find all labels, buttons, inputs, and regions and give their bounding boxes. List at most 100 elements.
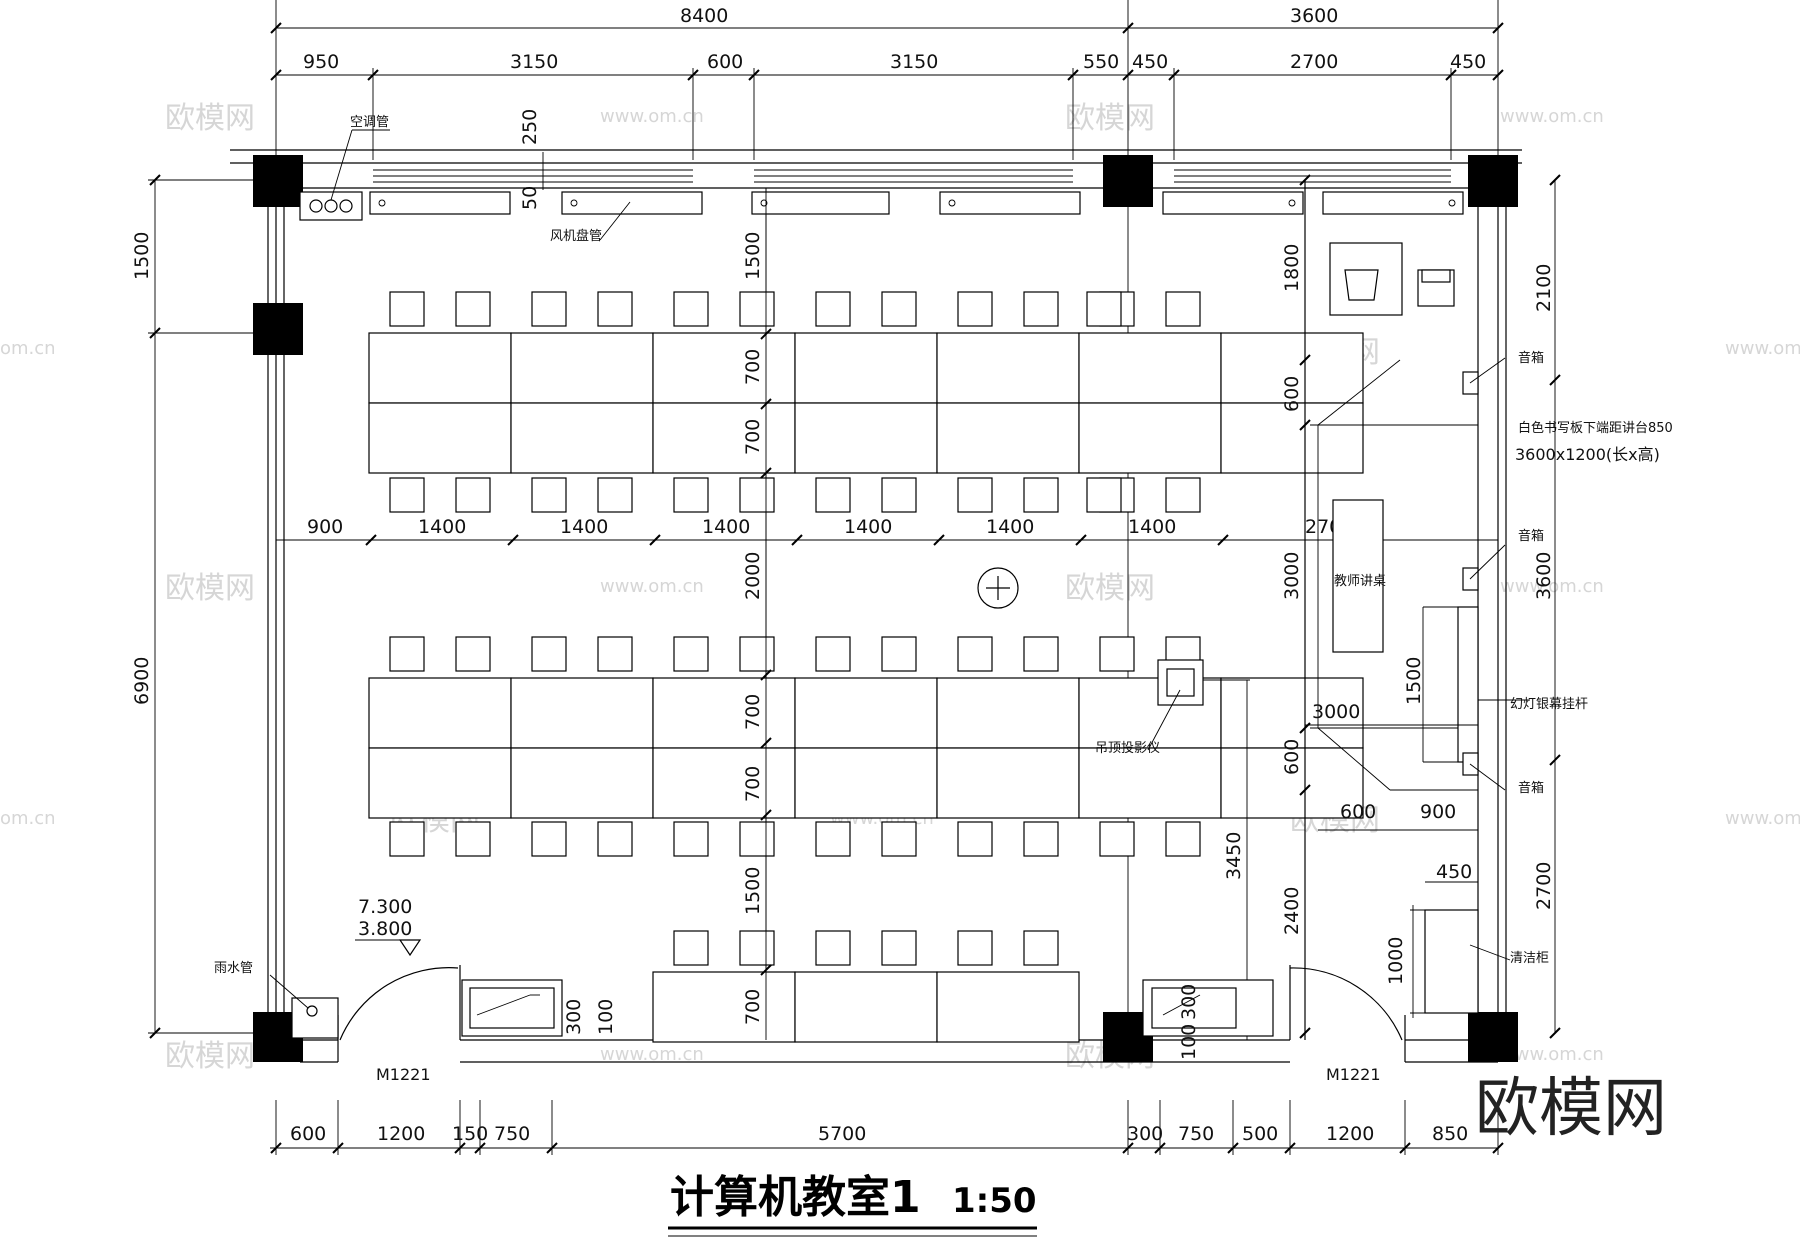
dim-left-6900: 6900 xyxy=(131,657,153,705)
student-chair xyxy=(673,477,709,513)
student-chair xyxy=(1023,636,1059,672)
dim-desk-row: 1400 xyxy=(986,516,1034,538)
student-desk xyxy=(652,332,796,404)
dim-center: 700 xyxy=(742,349,764,385)
student-chair xyxy=(1099,821,1135,857)
student-desk xyxy=(1220,747,1364,819)
dim-detail: 950 xyxy=(303,51,339,73)
ceiling-center-mark xyxy=(977,567,1019,609)
label-fan-coil-pipe: 风机盘管 xyxy=(550,228,602,244)
student-desk xyxy=(936,677,1080,749)
dim-right-outer: 2100 xyxy=(1533,264,1555,312)
dim-bottom: 1200 xyxy=(377,1123,425,1145)
student-chair xyxy=(815,477,851,513)
student-chair xyxy=(739,636,775,672)
dim-overall-8400: 8400 xyxy=(680,5,728,27)
student-desk xyxy=(1078,332,1222,404)
ceiling-projector: 吊顶投影仪 3450 xyxy=(1095,659,1250,1040)
dim-wall-50: 50 xyxy=(519,186,541,210)
dim-detail: 600 xyxy=(707,51,743,73)
dim-detail: 450 xyxy=(1132,51,1168,73)
student-chair xyxy=(389,291,425,327)
dim-450: 450 xyxy=(1436,861,1472,883)
student-chair xyxy=(739,930,775,966)
label-screen-rod: 幻灯银幕挂杆 xyxy=(1510,697,1588,712)
student-desk xyxy=(794,677,938,749)
dim-bottom: 150 xyxy=(452,1123,488,1145)
dim-bottom: 5700 xyxy=(818,1123,866,1145)
dim-cabinet: 100 xyxy=(1178,1024,1200,1060)
student-chair xyxy=(957,821,993,857)
label-speaker: 音箱 xyxy=(1518,528,1544,544)
watermark-url: www.om.cn xyxy=(1725,808,1800,829)
student-chair xyxy=(673,636,709,672)
watermark-layer: 欧模网 www.om.cn 欧模网 www.om.cn om.cn 欧模网 ww… xyxy=(0,101,1800,1074)
student-chair xyxy=(957,477,993,513)
dim-desk-row: 1400 xyxy=(418,516,466,538)
student-chair xyxy=(1099,636,1135,672)
dim-1000: 1000 xyxy=(1385,937,1407,985)
dim-wall-250: 250 xyxy=(519,109,541,145)
dim-center: 1500 xyxy=(742,867,764,915)
dim-center: 2000 xyxy=(742,552,764,600)
student-desk xyxy=(794,402,938,474)
desk-row-dimensions: 900 1400 1400 1400 1400 1400 1400 2700 xyxy=(276,516,1478,546)
dim-right-inner: 3000 xyxy=(1281,552,1303,600)
label-rain-pipe: 雨水管 xyxy=(214,961,253,976)
student-chair xyxy=(957,291,993,327)
label-ac-pipe: 空调管 xyxy=(350,115,389,130)
student-chair xyxy=(881,477,917,513)
student-desk xyxy=(1220,332,1364,404)
watermark-url: www.om.cn xyxy=(600,576,704,597)
student-chair xyxy=(957,930,993,966)
watermark-url: www.om.cn xyxy=(1500,106,1604,127)
label-projector: 吊顶投影仪 xyxy=(1095,740,1160,756)
top-dimension-lines xyxy=(270,0,1504,160)
watermark-url: www.om.cn xyxy=(1500,1044,1604,1065)
dim-desk-row: 900 xyxy=(307,516,343,538)
label-door-left: M1221 xyxy=(376,1065,431,1084)
dim-desk-row: 1400 xyxy=(560,516,608,538)
student-desk xyxy=(368,332,512,404)
student-desk xyxy=(368,402,512,474)
student-chair xyxy=(1023,477,1059,513)
level-bottom: 3.800 xyxy=(358,918,412,940)
student-chair xyxy=(815,291,851,327)
student-desk xyxy=(1078,677,1222,749)
watermark-url: om.cn xyxy=(0,808,56,829)
student-chair xyxy=(881,930,917,966)
student-desk xyxy=(510,747,654,819)
student-chair xyxy=(673,930,709,966)
dim-bottom: 850 xyxy=(1432,1123,1468,1145)
dim-bottom: 600 xyxy=(290,1123,326,1145)
student-desk xyxy=(936,971,1080,1043)
dim-desk-row: 1400 xyxy=(844,516,892,538)
student-desk xyxy=(1078,747,1222,819)
drawing-title: 计算机教室1 xyxy=(670,1172,921,1223)
right-inner-dimensions: 1800 600 3000 600 2400 xyxy=(1281,174,1311,1040)
dim-bottom: 1200 xyxy=(1326,1123,1374,1145)
right-outer-dimensions: 2100 3600 2700 xyxy=(1533,174,1561,1039)
student-chair xyxy=(455,636,491,672)
podium-area: 教师讲桌 1500 幻灯银幕挂杆 音箱 音箱 音箱 白色书写板下端距讲台850 … xyxy=(1304,180,1673,1040)
dim-left-1500: 1500 xyxy=(131,232,153,280)
student-chair xyxy=(455,821,491,857)
student-chair xyxy=(881,291,917,327)
dim-right-outer: 2700 xyxy=(1533,862,1555,910)
dim-center: 700 xyxy=(742,989,764,1025)
dim-screen-1500: 1500 xyxy=(1403,657,1425,705)
student-chair xyxy=(1086,291,1122,327)
student-chair xyxy=(739,821,775,857)
dim-center: 1500 xyxy=(742,232,764,280)
dim-900: 900 xyxy=(1420,801,1456,823)
dim-detail: 450 xyxy=(1450,51,1486,73)
watermark-url: www.om.cn xyxy=(600,1044,704,1065)
student-desk xyxy=(936,402,1080,474)
student-chair xyxy=(531,291,567,327)
student-desk xyxy=(368,747,512,819)
student-chair xyxy=(739,291,775,327)
student-chair xyxy=(815,636,851,672)
student-desk xyxy=(510,402,654,474)
dim-bottom: 300 xyxy=(1127,1123,1163,1145)
